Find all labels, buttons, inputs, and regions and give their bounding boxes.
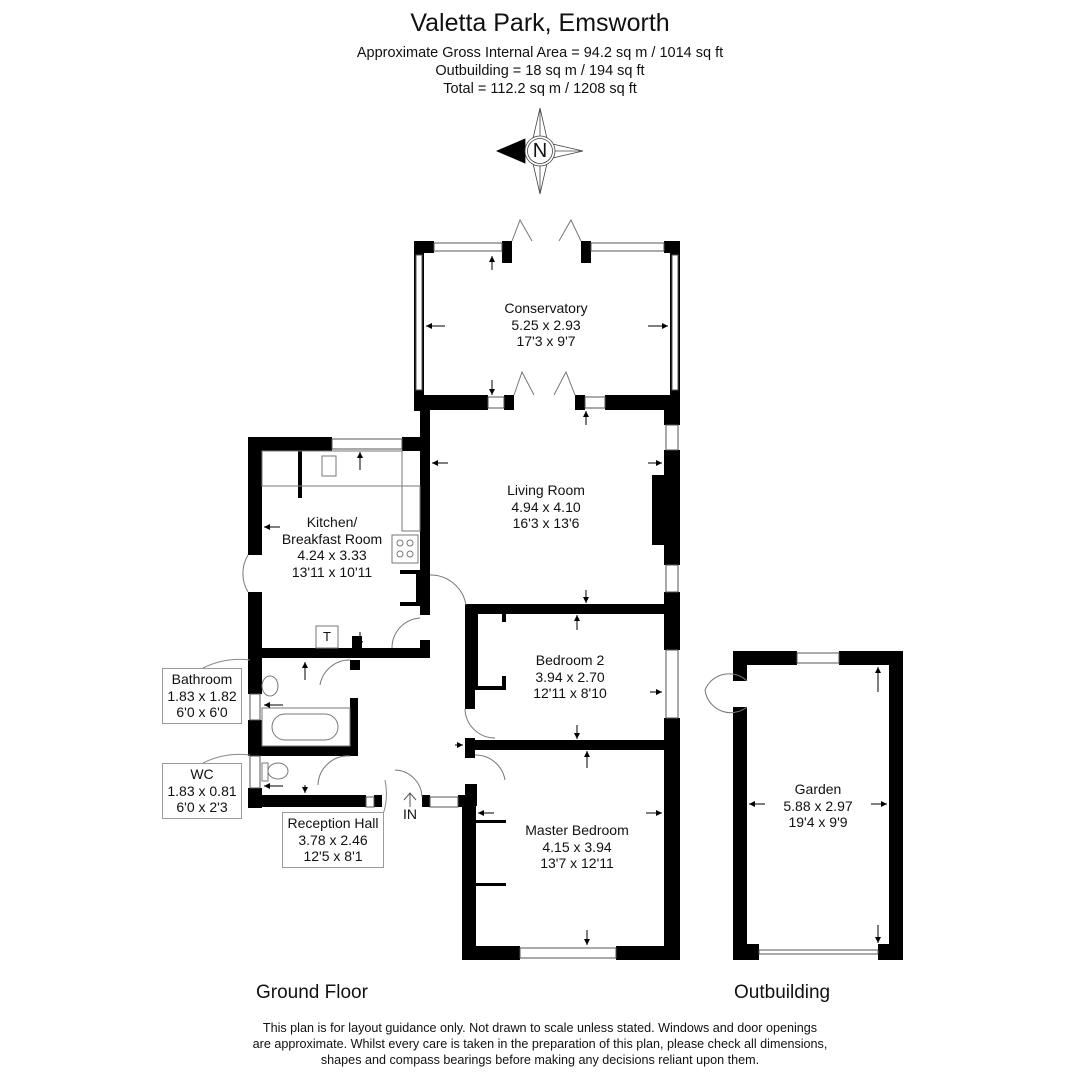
plan-title: Valetta Park, Emsworth: [410, 9, 670, 37]
outbuilding-label: Outbuilding: [734, 982, 831, 1003]
room-metric: 3.78 x 2.46: [298, 831, 368, 848]
ground-floor-label: Ground Floor: [256, 982, 368, 1003]
room-metric: 3.94 x 2.70: [535, 668, 605, 685]
room-conservatory: Conservatory 5.25 x 2.93 17'3 x 9'7: [466, 300, 626, 350]
entrance-arrow-icon: [403, 792, 417, 807]
room-wc: WC 1.83 x 0.81 6'0 x 2'3: [162, 763, 242, 819]
room-metric: 4.15 x 3.94: [542, 838, 612, 855]
room-name: Conservatory: [504, 300, 588, 316]
room-metric: 1.83 x 0.81: [167, 782, 237, 799]
room-garden: Garden 5.88 x 2.97 19'4 x 9'9: [747, 781, 889, 831]
room-imperial: 6'0 x 6'0: [176, 704, 228, 720]
room-name-line2: Breakfast Room: [281, 530, 383, 547]
room-master-bedroom: Master Bedroom 4.15 x 3.94 13'7 x 12'11: [497, 822, 657, 872]
room-kitchen: Kitchen/ Breakfast Room 4.24 x 3.33 13'1…: [262, 514, 402, 580]
room-imperial: 16'3 x 13'6: [512, 515, 580, 531]
disclaimer-line: This plan is for layout guidance only. N…: [262, 1021, 818, 1035]
water-tank-symbol: T: [323, 629, 331, 644]
room-name: Living Room: [507, 482, 585, 498]
disclaimer: This plan is for layout guidance only. N…: [0, 1020, 1080, 1068]
room-metric: 4.94 x 4.10: [511, 498, 581, 515]
room-reception-hall: Reception Hall 3.78 x 2.46 12'5 x 8'1: [282, 812, 384, 868]
gross-internal-area: Approximate Gross Internal Area = 94.2 s…: [356, 45, 724, 61]
room-imperial: 12'5 x 8'1: [303, 848, 363, 864]
room-imperial: 19'4 x 9'9: [788, 814, 848, 830]
room-metric: 5.25 x 2.93: [511, 316, 581, 333]
room-imperial: 17'3 x 9'7: [516, 333, 576, 349]
room-name: Bathroom: [171, 671, 233, 687]
room-metric: 1.83 x 1.82: [167, 687, 237, 704]
disclaimer-line: are approximate. Whilst every care is ta…: [252, 1037, 828, 1051]
compass-rose-icon: [495, 107, 584, 195]
room-metric: 5.88 x 2.97: [783, 797, 853, 814]
room-bedroom-2: Bedroom 2 3.94 x 2.70 12'11 x 8'10: [500, 652, 640, 702]
room-name: WC: [190, 766, 214, 782]
room-imperial: 6'0 x 2'3: [176, 799, 228, 815]
room-name: Bedroom 2: [535, 652, 605, 668]
compass-north-label: N: [532, 140, 548, 162]
entrance-label: IN: [403, 806, 417, 822]
room-bathroom: Bathroom 1.83 x 1.82 6'0 x 6'0: [162, 668, 242, 724]
room-metric: 4.24 x 3.33: [297, 547, 367, 563]
room-imperial: 13'7 x 12'11: [540, 855, 614, 871]
outbuilding-area: Outbuilding = 18 sq m / 194 sq ft: [435, 63, 645, 79]
room-living-room: Living Room 4.94 x 4.10 16'3 x 13'6: [466, 482, 626, 532]
total-area: Total = 112.2 sq m / 1208 sq ft: [443, 81, 637, 97]
room-name: Reception Hall: [287, 815, 379, 831]
room-imperial: 12'11 x 8'10: [533, 685, 607, 701]
room-name-line1: Kitchen/: [306, 514, 358, 530]
room-name: Garden: [794, 781, 842, 797]
room-name: Master Bedroom: [525, 822, 629, 838]
room-imperial: 13'11 x 10'11: [291, 563, 373, 580]
disclaimer-line: shapes and compass bearings before makin…: [320, 1053, 760, 1067]
